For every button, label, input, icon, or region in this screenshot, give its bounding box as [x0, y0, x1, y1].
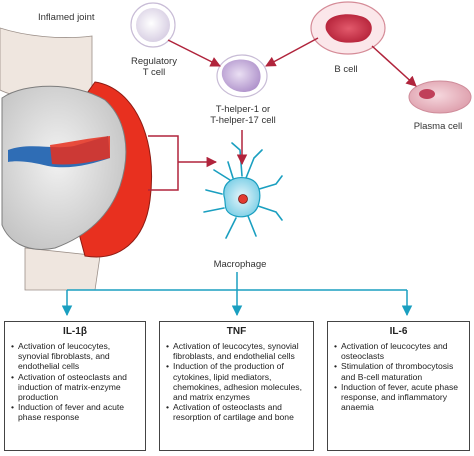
- cytokine-title-tnf: TNF: [226, 326, 247, 337]
- cytokine-box-tnf: TNF Activation of leucocytes, synovial f…: [159, 321, 314, 451]
- effect-item: Activation of osteoclasts and induction …: [11, 372, 141, 403]
- label-regulatory-t-cell: Regulatory T cell: [126, 56, 182, 78]
- effect-item: Induction of fever, acute phase response…: [334, 382, 465, 413]
- label-t-helper-line2: T-helper-17 cell: [210, 115, 276, 126]
- effect-item: Activation of leucocytes, synovial fibro…: [166, 341, 309, 361]
- effects-list-il1b: Activation of leucocytes, synovial fibro…: [5, 341, 145, 423]
- label-plasma-cell: Plasma cell: [413, 121, 463, 132]
- bone-shape: [1, 85, 127, 250]
- label-regulatory-line2: T cell: [142, 67, 166, 78]
- macrophage-cell: [203, 142, 283, 239]
- label-inflamed-joint: Inflamed joint: [38, 12, 95, 23]
- effect-item: Activation of leucocytes, synovial fibro…: [11, 341, 141, 372]
- cytokine-box-il6: IL-6 Activation of leucocytes and osteoc…: [327, 321, 470, 451]
- label-macrophage: Macrophage: [213, 259, 267, 270]
- effect-item: Activation of leucocytes and osteoclasts: [334, 341, 465, 361]
- effect-item: Stimulation of thrombocytosis and B-cell…: [334, 361, 465, 381]
- plasma-cell: [408, 80, 472, 114]
- arrow-bcell-to-th: [265, 37, 319, 67]
- cytokine-box-il1b: IL-1β Activation of leucocytes, synovial…: [4, 321, 146, 451]
- label-regulatory-line1: Regulatory: [131, 56, 177, 67]
- arrow-treg-to-th: [167, 39, 221, 67]
- label-t-helper-line1: T-helper-1 or: [215, 104, 271, 115]
- cytokine-title-il6: IL-6: [389, 326, 408, 337]
- effect-item: Activation of osteoclasts and resorption…: [166, 402, 309, 422]
- label-t-helper: T-helper-1 or T-helper-17 cell: [205, 104, 281, 126]
- arrow-bcell-to-plasma: [371, 45, 417, 87]
- t-helper-cell: [216, 54, 268, 98]
- inflamed-joint-illustration: [0, 27, 153, 291]
- regulatory-t-cell: [130, 2, 176, 48]
- cytokine-title-il1b: IL-1β: [63, 326, 87, 337]
- effects-list-il6: Activation of leucocytes and osteoclasts…: [328, 341, 469, 412]
- label-b-cell: B cell: [334, 64, 358, 75]
- effects-list-tnf: Activation of leucocytes, synovial fibro…: [160, 341, 313, 423]
- b-cell: [310, 1, 386, 55]
- red-arrows: [148, 37, 417, 191]
- bracket-joint: [148, 135, 179, 191]
- cyan-arrows: [61, 272, 413, 317]
- effect-item: Induction of fever and acute phase respo…: [11, 402, 141, 422]
- effect-item: Induction of the production of cytokines…: [166, 361, 309, 402]
